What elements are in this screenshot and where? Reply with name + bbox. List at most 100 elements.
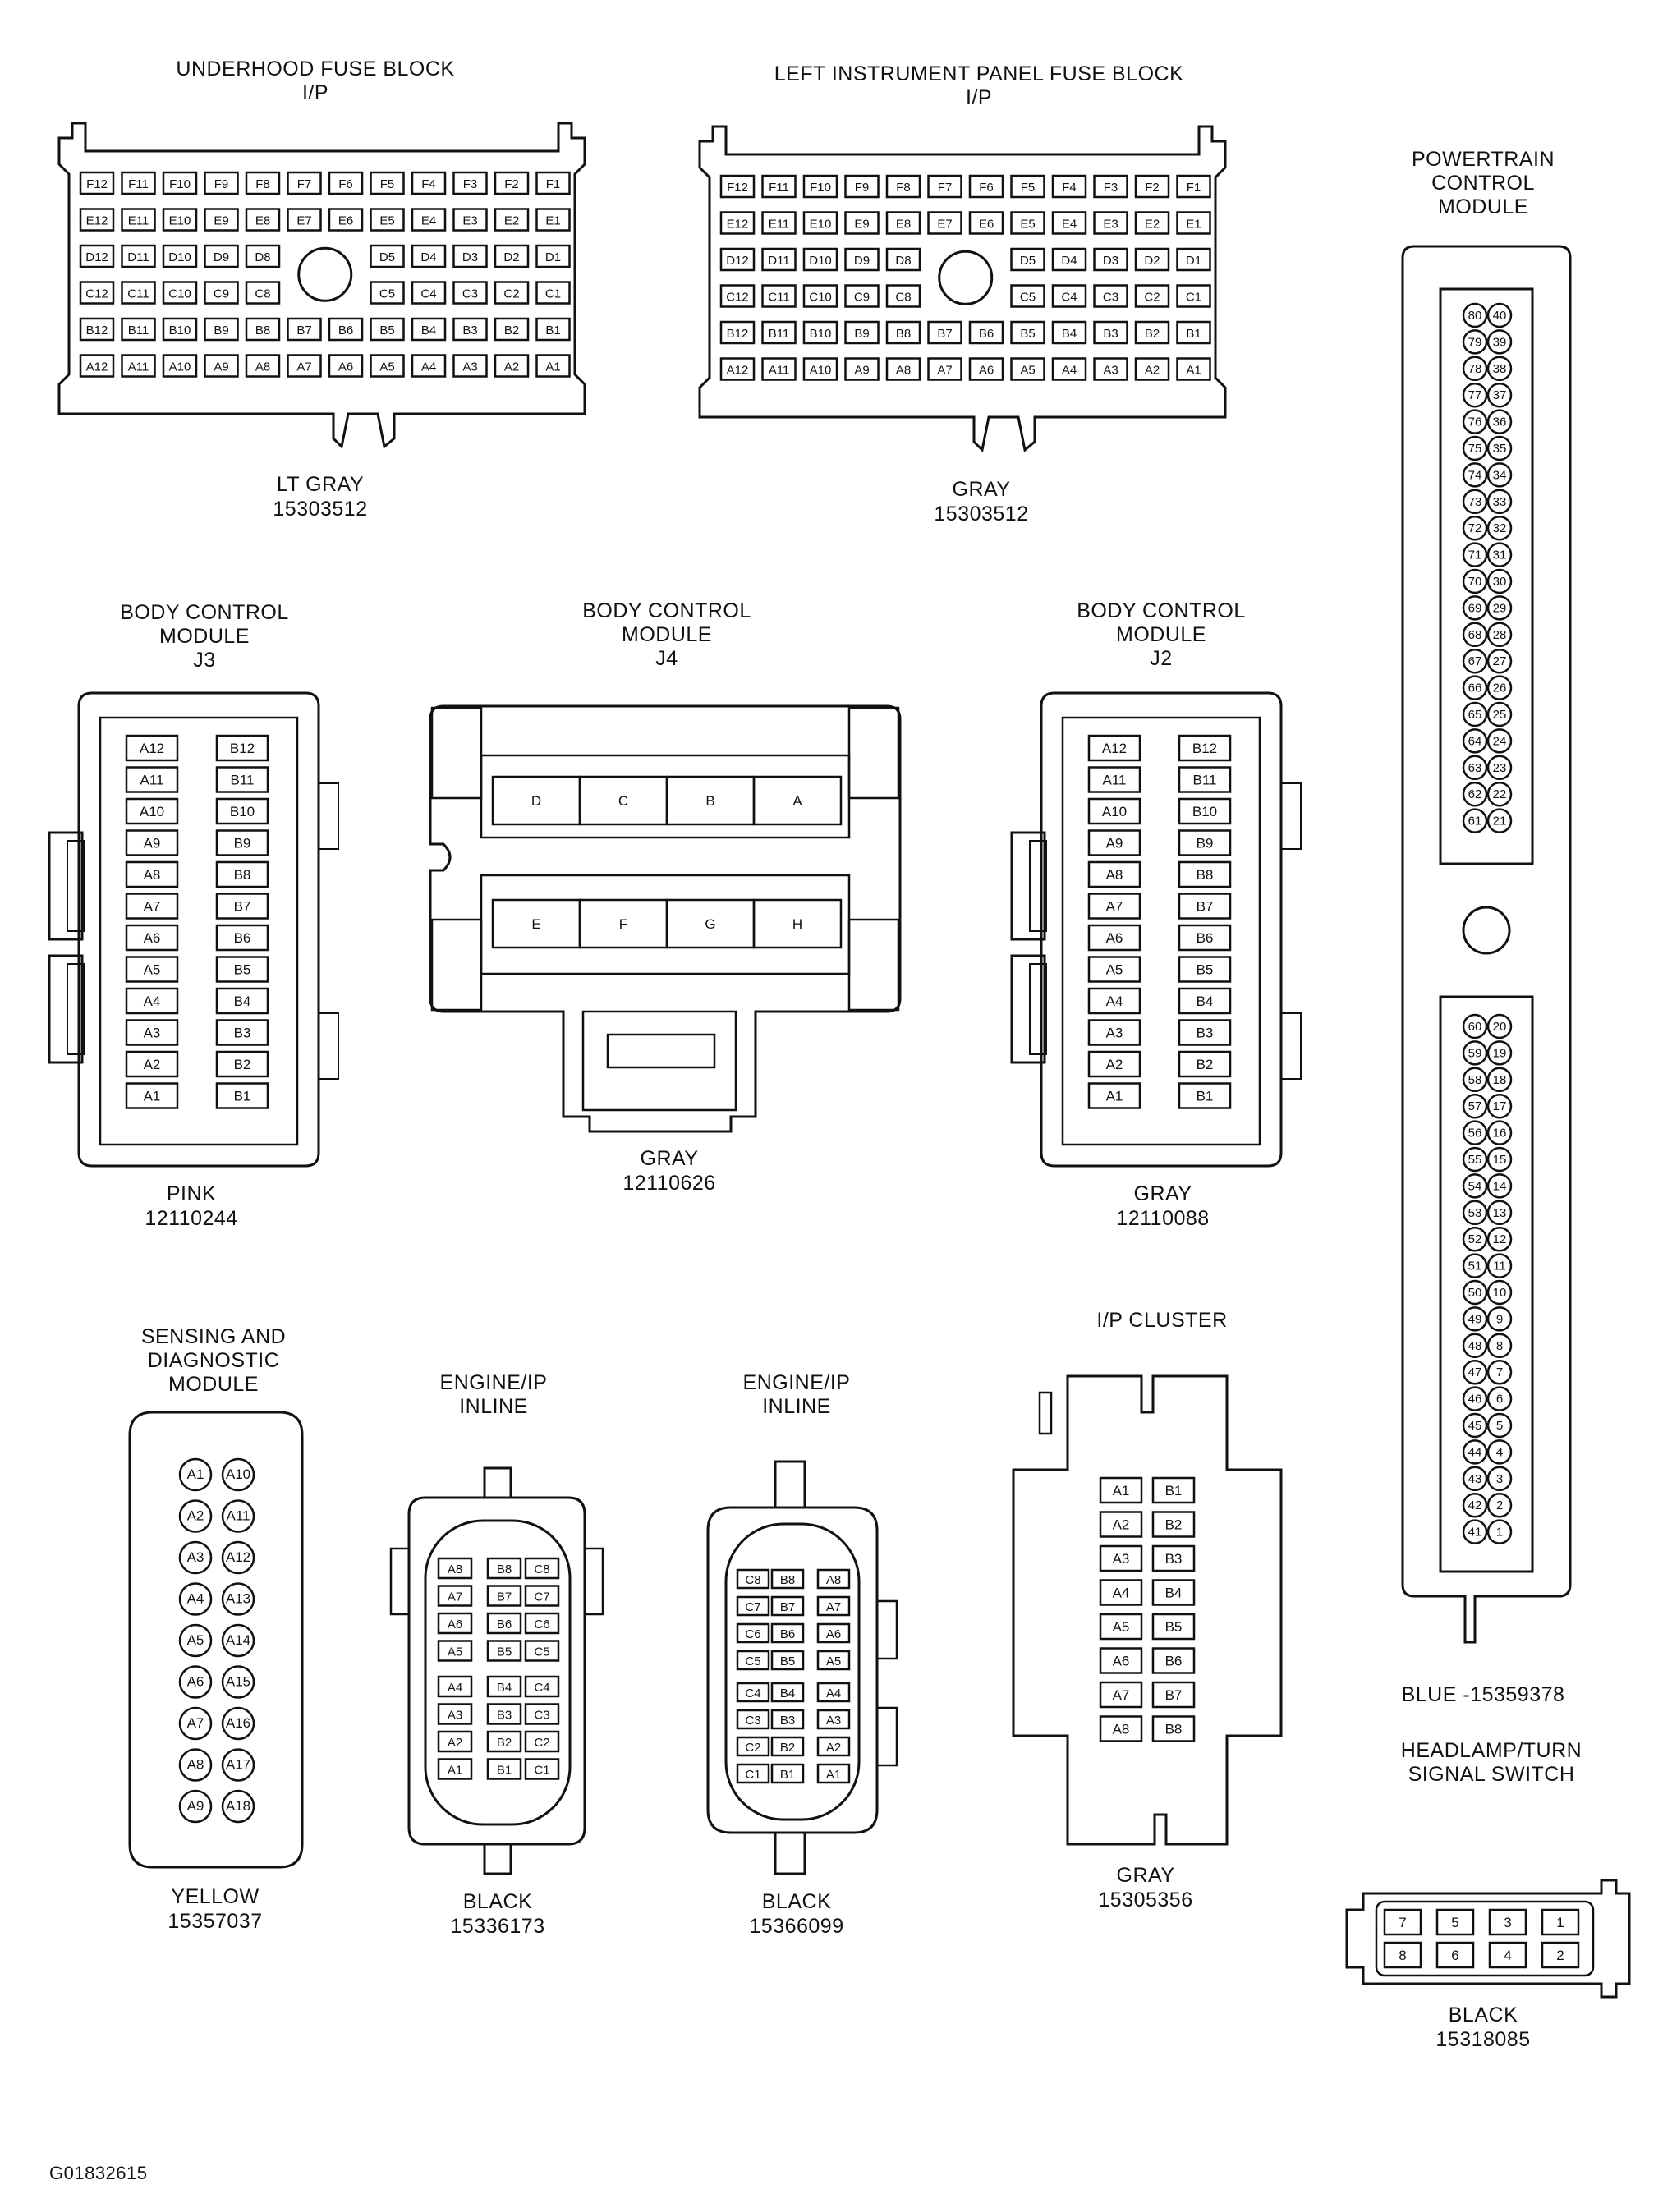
underhood-fuse-block-pin-E7-box bbox=[287, 208, 322, 232]
pcm-pin-9: 9 bbox=[1496, 1312, 1503, 1326]
left-ip-fuse-block-pin-A2: A2 bbox=[1145, 364, 1160, 378]
left-ip-fuse-block-pin-F1-box bbox=[1176, 174, 1211, 199]
bcm-j3-pin-B2-box bbox=[215, 1050, 269, 1078]
left-ip-fuse-block-pin-A9-box bbox=[844, 357, 880, 381]
pcm-pin-45-circle bbox=[1462, 1412, 1488, 1439]
pcm-pin-26-circle bbox=[1486, 675, 1513, 700]
pcm-pin-74-circle bbox=[1462, 462, 1488, 488]
sdm-pin-A14: A14 bbox=[226, 1632, 250, 1648]
bcm-j2-latch-bottom-inner bbox=[1029, 963, 1047, 1055]
engine-ip-inline-2-pin-B6-box bbox=[770, 1622, 805, 1644]
left-ip-fuse-block-pin-D3-box bbox=[1093, 247, 1128, 272]
underhood-fuse-block-pin-D10: D10 bbox=[168, 250, 191, 264]
pcm-pin-54-circle bbox=[1462, 1173, 1488, 1199]
bcm-j3-pin-B10-box bbox=[215, 797, 269, 825]
bcm-j2-pin-B2: B2 bbox=[1197, 1057, 1214, 1072]
headlamp-switch-pin-4-box bbox=[1488, 1941, 1527, 1969]
left-ip-fuse-block-pin-B11-box bbox=[761, 320, 797, 345]
pcm-pin-27: 27 bbox=[1493, 654, 1507, 668]
underhood-fuse-block-pin-A9-box bbox=[204, 354, 239, 378]
pcm-pin-25: 25 bbox=[1493, 708, 1507, 722]
pcm-pin-24: 24 bbox=[1493, 734, 1507, 748]
left-ip-fuse-block-pin-D11: D11 bbox=[768, 254, 789, 268]
underhood-fuse-block-pin-C10: C10 bbox=[168, 287, 191, 301]
bcm-j2-pin-B12: B12 bbox=[1192, 741, 1217, 756]
left-ip-fuse-block-pin-C5-box bbox=[1010, 284, 1045, 308]
underhood-fuse-block-pin-A6: A6 bbox=[338, 360, 353, 374]
underhood-fuse-block-pin-D9-box bbox=[204, 244, 239, 268]
bcm-j2-pin-A4-box bbox=[1087, 987, 1141, 1015]
sdm-pin-A4-circle bbox=[178, 1582, 213, 1616]
engine-ip-inline-2-pin-C1-box bbox=[736, 1763, 770, 1784]
left-ip-fuse-block-pin-C1-box bbox=[1176, 284, 1211, 308]
underhood-fuse-block-pin-E5: E5 bbox=[379, 214, 394, 228]
engine-ip-inline-1-pin-C7-box bbox=[524, 1585, 560, 1607]
engine-ip-inline-2-pin-C3: C3 bbox=[745, 1714, 760, 1728]
engine-ip-inline-2-pin-A3: A3 bbox=[826, 1714, 841, 1728]
bcm-j2-pin-B3: B3 bbox=[1197, 1026, 1214, 1041]
pcm-pin-59-circle bbox=[1462, 1040, 1488, 1066]
pcm-pin-1: 1 bbox=[1496, 1526, 1503, 1540]
bcm-j3-pin-A5: A5 bbox=[144, 962, 161, 978]
bcm-j3-pin-A10-box bbox=[125, 797, 179, 825]
underhood-fuse-block-pin-F1-box bbox=[535, 171, 571, 195]
left-ip-fuse-block-pin-A9: A9 bbox=[854, 364, 869, 378]
pcm-pin-42: 42 bbox=[1468, 1498, 1482, 1512]
pcm-pin-77: 77 bbox=[1468, 388, 1482, 402]
bcm-j2-pin-A8: A8 bbox=[1106, 867, 1123, 883]
pcm-pin-18: 18 bbox=[1493, 1073, 1507, 1087]
underhood-fuse-block-pin-A1: A1 bbox=[545, 360, 560, 374]
underhood-fuse-block-pin-F4: F4 bbox=[421, 177, 436, 191]
pcm-pin-56-circle bbox=[1462, 1120, 1488, 1145]
bcm-j2-pin-A9: A9 bbox=[1106, 836, 1123, 851]
left-ip-fuse-block-pin-D5: D5 bbox=[1020, 254, 1036, 268]
left-ip-fuse-block-pin-F2: F2 bbox=[1145, 181, 1160, 195]
bcm-j4-pin-A: A bbox=[792, 793, 802, 809]
bcm-j2-pin-B2-box bbox=[1178, 1050, 1232, 1078]
pcm-pin-79-circle bbox=[1462, 329, 1488, 355]
underhood-fuse-block-pin-E3: E3 bbox=[462, 214, 477, 228]
pcm-pin-19-circle bbox=[1486, 1040, 1513, 1066]
left-ip-fuse-block-pin-C10-box bbox=[802, 284, 838, 308]
left-ip-fuse-block-pin-B2: B2 bbox=[1145, 327, 1160, 341]
underhood-fuse-block-pin-C5-box bbox=[370, 281, 405, 305]
underhood-fuse-block-pin-E8: E8 bbox=[255, 214, 270, 228]
ip-cluster-pin-B8: B8 bbox=[1165, 1722, 1183, 1737]
sdm-pin-A5-circle bbox=[178, 1623, 213, 1658]
bcm-j3-pin-A1-box bbox=[125, 1082, 179, 1109]
engine-ip-inline-2-pin-B3-box bbox=[770, 1709, 805, 1730]
ip-cluster-pin-B2-box bbox=[1151, 1511, 1196, 1538]
sdm-pin-A18: A18 bbox=[226, 1798, 250, 1814]
engine-ip-inline-2-pin-C5-box bbox=[736, 1650, 770, 1671]
bcm-j3-rib-top bbox=[318, 782, 339, 850]
pcm-pin-65: 65 bbox=[1468, 708, 1482, 722]
ip-cluster-pin-A2: A2 bbox=[1113, 1517, 1130, 1533]
underhood-fuse-block-pin-A4-box bbox=[411, 354, 447, 378]
pcm-pin-50-circle bbox=[1462, 1279, 1488, 1306]
bcm-j2-pin-B8-box bbox=[1178, 860, 1232, 888]
underhood-fuse-block-pin-F5: F5 bbox=[380, 177, 395, 191]
pcm-pin-61: 61 bbox=[1468, 815, 1482, 828]
pcm-pin-39-circle bbox=[1486, 329, 1513, 355]
underhood-fuse-block-pin-C2-box bbox=[494, 281, 530, 305]
underhood-fuse-block-pin-C4-box bbox=[411, 281, 447, 305]
bcm-j3-pin-B12: B12 bbox=[230, 741, 255, 756]
underhood-fuse-block-pin-E2: E2 bbox=[504, 214, 519, 228]
pcm-pin-62: 62 bbox=[1468, 787, 1482, 801]
headlamp-switch-pin-1-box bbox=[1541, 1908, 1580, 1936]
left-ip-fuse-block-pin-A10-box bbox=[802, 357, 838, 381]
pcm-pin-75: 75 bbox=[1468, 442, 1482, 456]
pcm-pin-78-circle bbox=[1462, 356, 1488, 382]
engine-ip-inline-2-pin-A4-box bbox=[816, 1682, 851, 1703]
bcm-j2-pin-A2: A2 bbox=[1106, 1057, 1123, 1072]
engine-ip-inline-2-pin-B6: B6 bbox=[780, 1627, 795, 1641]
underhood-fuse-block-pin-A7: A7 bbox=[296, 360, 311, 374]
underhood-fuse-block-pin-C1-box bbox=[535, 281, 571, 305]
underhood-fuse-block-pin-F1: F1 bbox=[546, 177, 561, 191]
engine-ip-inline-1-pin-A7-box bbox=[437, 1585, 473, 1607]
underhood-fuse-block-pin-C2: C2 bbox=[503, 287, 519, 301]
bcm-j3-pin-A12-box bbox=[125, 734, 179, 762]
pcm-pin-28-circle bbox=[1486, 622, 1513, 648]
pcm-pin-63-circle bbox=[1462, 755, 1488, 781]
